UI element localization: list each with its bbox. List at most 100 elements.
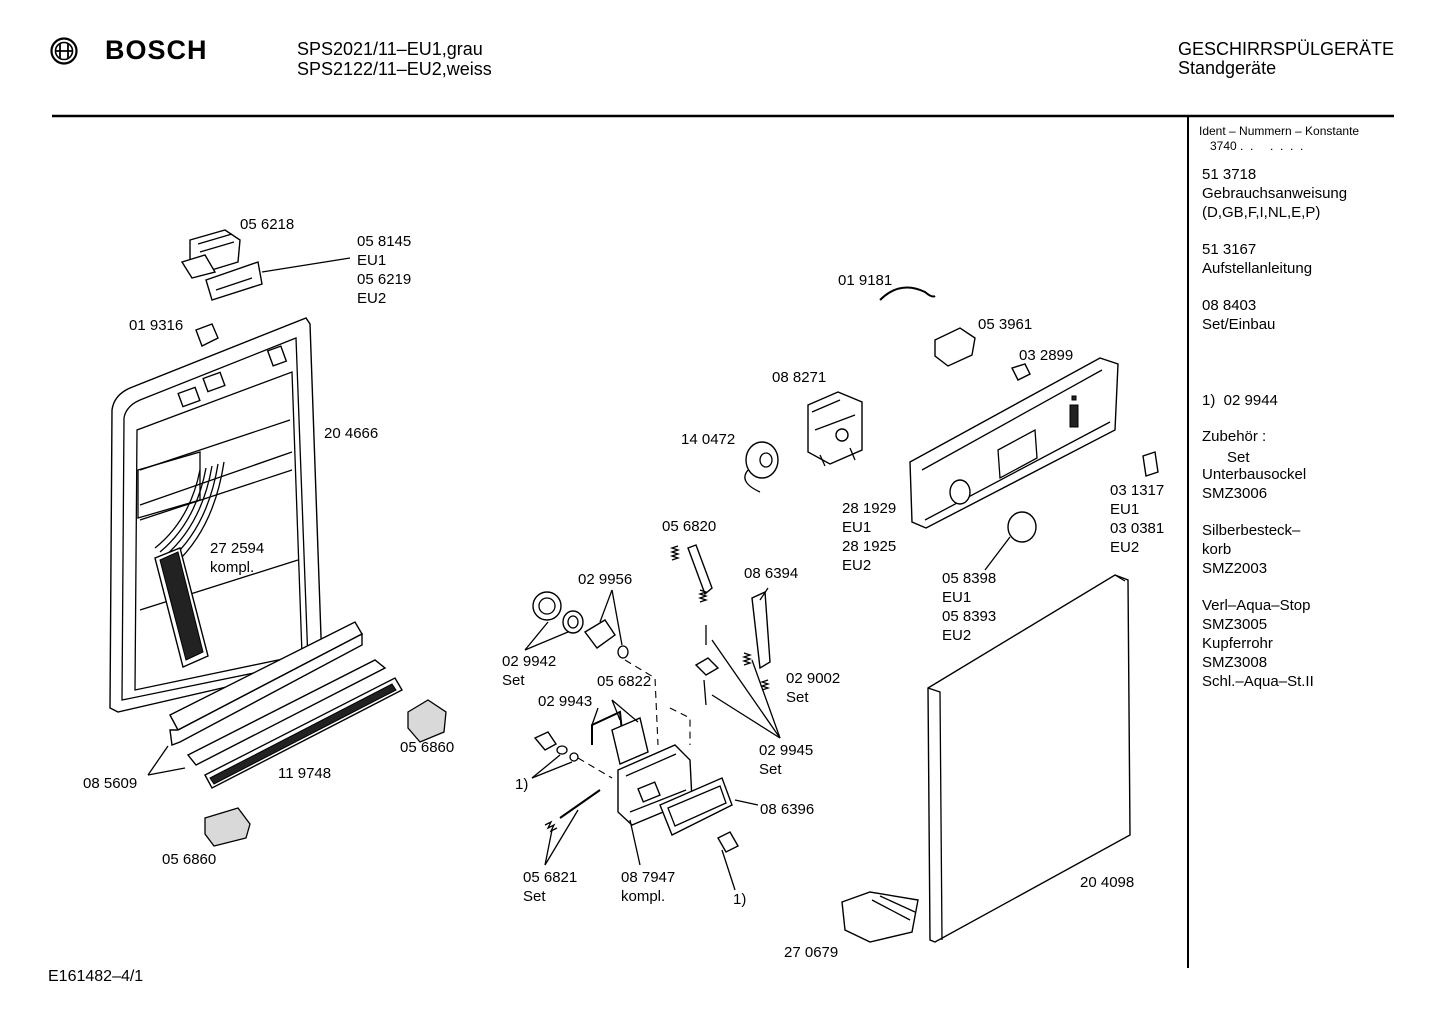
label-204666: 20 4666 [324,425,379,442]
sidebar-line: korb [1202,541,1232,558]
label-line: Set [502,672,525,689]
label-056820: 05 6820 [662,518,717,535]
assembly-dash-c [577,757,613,779]
leader-029956-a [599,589,613,623]
label-line: 28 1929 [842,500,897,517]
label-204098: 20 4098 [1080,874,1135,891]
label-line: EU1 [842,519,872,536]
sidebar-line: Unterbausockel [1202,466,1307,483]
knob-140472 [744,441,779,493]
leader-029945-c [751,659,781,739]
label-line: 08 7947 [621,869,676,886]
label-line: 03 0381 [1110,520,1165,537]
label-086396: 08 6396 [760,801,815,818]
label-line: kompl. [621,888,666,905]
control-panel-fascia [909,357,1119,529]
leader-029942-a [524,621,549,651]
part-032899 [1011,363,1031,381]
foam-block-b [204,807,251,847]
sidebar-line: SMZ2003 [1202,560,1268,577]
label-029945: 02 9945 Set [759,741,813,779]
cap-029942 [532,591,584,634]
plug-part [533,731,558,751]
inner-door-panel [109,317,323,713]
leader-029943 [591,707,599,726]
leader-one-a-1 [531,754,561,779]
label-line: 03 1317 [1110,482,1165,499]
sidebar-line: Kupferrohr [1202,635,1273,652]
label-281929: 28 1929 EU1 28 1925 EU2 [842,499,896,575]
leader-058145 [261,257,351,273]
sidebar-block-1: 51 3718 Gebrauchsanweisung (D,GB,F,I,NL,… [1202,165,1347,222]
model-line-2: SPS2122/11–EU2,weiss [297,59,492,79]
assembly-dash-b [669,707,691,745]
spring-029002 [759,679,771,691]
label-056860-a: 05 6860 [400,739,455,756]
leader-056822-a [611,699,621,721]
spring-086394 [741,652,753,666]
bosch-armature-icon [50,37,78,65]
label-029942: 02 9942 Set [502,652,556,690]
model-line-1: SPS2021/11–EU1,grau [297,39,483,59]
sidebar-line: Set [1202,449,1250,466]
sidebar-line: Set/Einbau [1202,316,1276,333]
sidebar-block-2: 51 3167 Aufstellanleitung [1202,240,1312,278]
sidebar-line: Silberbesteck– [1202,522,1301,539]
category-line-1: GESCHIRRSPÜLGERÄTE [1178,39,1395,59]
label-029956: 02 9956 [578,571,633,588]
leader-029956-b [611,589,623,646]
leader-056822-b [611,699,639,723]
label-line: 02 9945 [759,742,814,759]
leader-029945-a [711,639,781,739]
clip-031317 [1142,451,1159,477]
ring-029956 [617,645,629,659]
label-line: EU1 [942,589,972,606]
label-053961: 05 3961 [978,316,1033,333]
label-line: Set [523,888,546,905]
label-one-a: 1) [515,776,529,793]
label-056218: 05 6218 [240,216,295,233]
leader-029945-b [711,694,781,739]
sidebar-block-5: Zubehör : [1202,427,1266,446]
bracket-053961 [934,327,976,367]
label-line: EU1 [357,252,387,269]
loop-029943 [591,710,623,745]
label-line: 05 6219 [357,271,412,288]
hinge-270679 [841,891,919,943]
sidebar-line: SMZ3006 [1202,485,1268,502]
leader-one-b [721,849,736,891]
ident-prefix: 3740 . . . . . . [1210,139,1304,153]
knob-058398 [1007,511,1037,543]
wire-019181 [879,286,936,301]
label-140472: 14 0472 [681,431,736,448]
label-line: EU2 [357,290,387,307]
leader-086396 [734,799,759,806]
document-id: E161482–4/1 [48,968,144,985]
ring-b [569,752,579,762]
label-line: Set [786,689,809,706]
sidebar-block-3: 08 8403 Set/Einbau [1202,296,1275,334]
sidebar-line: Verl–Aqua–Stop [1202,597,1311,614]
sidebar-line: 51 3718 [1202,166,1257,183]
plate-056822 [611,717,649,765]
label-270679: 27 0679 [784,944,839,961]
spring-056820-b [697,589,709,603]
bottom-rails [169,621,403,789]
clip-019316 [195,323,219,347]
lever-086394 [751,590,771,670]
door-latch [180,229,263,301]
label-line: 05 8145 [357,233,412,250]
leader-085609-a [147,745,169,776]
label-line: EU1 [1110,501,1140,518]
label-056822: 05 6822 [597,673,652,690]
sidebar-block-6: Unterbausockel SMZ3006 [1202,465,1306,503]
label-line: 05 8398 [942,570,997,587]
label-line: 02 9942 [502,653,557,670]
sidebar-line: (D,GB,F,I,NL,E,P) [1202,204,1321,221]
spring-056820 [669,545,681,561]
sidebar-line: SMZ3005 [1202,616,1268,633]
label-086394: 08 6394 [744,565,799,582]
label-088271: 08 8271 [772,369,827,386]
sidebar-block-8: Verl–Aqua–Stop SMZ3005 Kupferrohr SMZ300… [1202,596,1314,691]
bosch-logo [49,36,79,71]
